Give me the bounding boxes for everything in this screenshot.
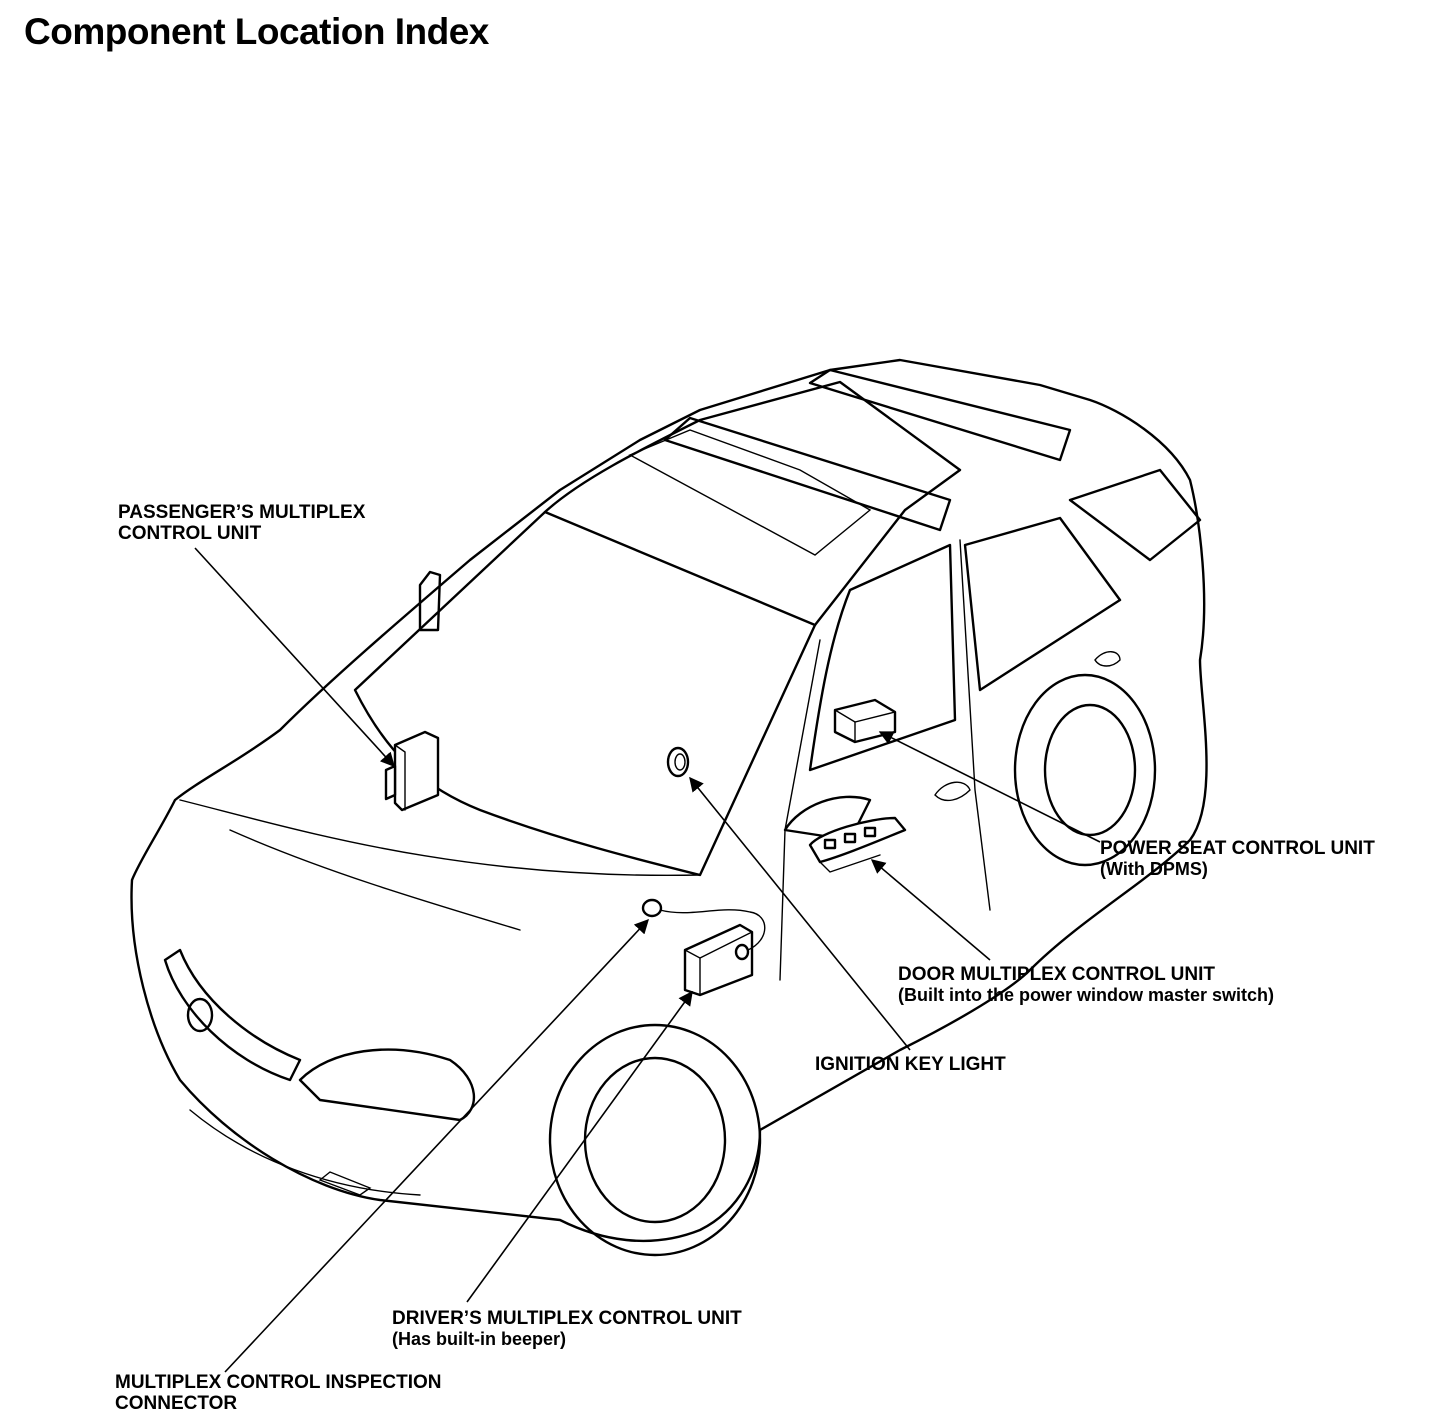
passenger-multiplex-control-unit-icon bbox=[384, 730, 440, 812]
leader-ignition bbox=[689, 776, 911, 1051]
leader-driver bbox=[466, 990, 693, 1303]
door-multiplex-control-unit-icon bbox=[808, 816, 907, 873]
label-line: CONTROL UNIT bbox=[118, 523, 262, 544]
leader-door bbox=[870, 859, 991, 961]
label-line: (Has built-in beeper) bbox=[392, 1329, 567, 1349]
label-line: MULTIPLEX CONTROL INSPECTION bbox=[115, 1372, 442, 1393]
label-line: PASSENGER’S MULTIPLEX bbox=[118, 502, 366, 523]
label-power-seat-control-unit: POWER SEAT CONTROL UNIT (With DPMS) bbox=[1100, 838, 1375, 880]
label-line: IGNITION KEY LIGHT bbox=[815, 1054, 1006, 1075]
label-multiplex-control-inspection-connector: MULTIPLEX CONTROL INSPECTION CONNECTOR bbox=[115, 1372, 442, 1414]
label-line: DRIVER’S MULTIPLEX CONTROL UNIT bbox=[392, 1308, 742, 1329]
label-drivers-multiplex-control-unit: DRIVER’S MULTIPLEX CONTROL UNIT (Has bui… bbox=[392, 1308, 742, 1350]
page-title: Component Location Index bbox=[24, 11, 489, 52]
ignition-key-light-icon bbox=[666, 746, 690, 778]
label-door-multiplex-control-unit: DOOR MULTIPLEX CONTROL UNIT (Built into … bbox=[898, 964, 1274, 1006]
label-line: CONNECTOR bbox=[115, 1393, 238, 1414]
leader-inspection bbox=[224, 918, 649, 1373]
label-line: DOOR MULTIPLEX CONTROL UNIT bbox=[898, 964, 1216, 985]
leader-passenger bbox=[194, 547, 395, 768]
vehicle-outline bbox=[130, 358, 1208, 1257]
label-line: (Built into the power window master swit… bbox=[898, 985, 1275, 1005]
driver-multiplex-control-unit-icon bbox=[659, 909, 766, 997]
label-passenger-multiplex-control-unit: PASSENGER’S MULTIPLEX CONTROL UNIT bbox=[118, 502, 365, 544]
label-ignition-key-light: IGNITION KEY LIGHT bbox=[815, 1054, 1006, 1075]
inspection-connector-icon bbox=[641, 898, 663, 918]
label-line: POWER SEAT CONTROL UNIT bbox=[1100, 838, 1375, 859]
label-line: (With DPMS) bbox=[1100, 859, 1208, 879]
leader-power-seat bbox=[878, 731, 1101, 843]
